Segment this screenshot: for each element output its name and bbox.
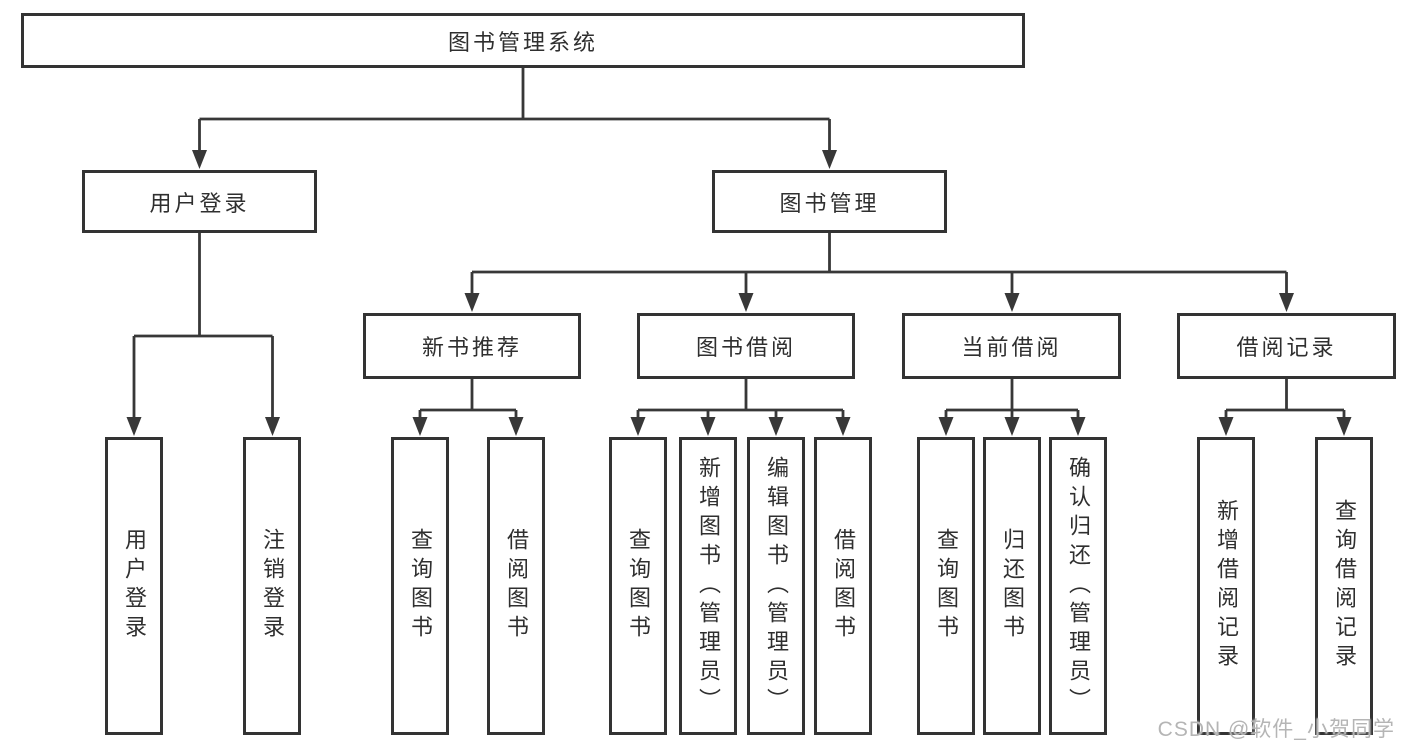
node-label: 查询图书 — [626, 528, 651, 644]
leaf-user-login: 用户登录 — [105, 437, 163, 735]
leaf-add-books-admin: 新增图书（管理员） — [679, 437, 737, 735]
csdn-watermark: CSDN @软件_小贺同学 — [1157, 718, 1395, 741]
leaf-query-books-current: 查询图书 — [917, 437, 975, 735]
node-label: 注销登录 — [260, 528, 285, 644]
arrowhead-c1 — [630, 417, 646, 436]
node-label: 查询借阅记录 — [1332, 499, 1357, 673]
node-label: 图书管理系统 — [447, 29, 598, 55]
node-label: 新书推荐 — [421, 335, 522, 360]
leaf-edit-books-admin: 编辑图书（管理员） — [747, 437, 805, 735]
node-label: 借阅记录 — [1236, 335, 1337, 360]
node-borrowing-records: 借阅记录 — [1177, 313, 1396, 379]
node-label: 新增图书（管理员） — [696, 455, 721, 717]
leaf-query-books-recommend: 查询图书 — [391, 437, 449, 735]
node-label: 当前借阅 — [961, 335, 1062, 360]
node-label: 编辑图书（管理员） — [764, 455, 789, 717]
arrowhead-user-login — [192, 150, 207, 169]
arrowhead-d2 — [1004, 417, 1020, 436]
connector-new-book-children — [418, 379, 518, 418]
node-label: 查询图书 — [408, 528, 433, 644]
arrowhead-new-book — [464, 293, 480, 312]
node-label: 借阅图书 — [504, 528, 529, 644]
leaf-confirm-return-admin: 确认归还（管理员） — [1049, 437, 1107, 735]
node-label: 归还图书 — [1000, 528, 1025, 644]
node-label: 用户登录 — [122, 528, 147, 644]
arrowhead-leaf-user-login — [126, 417, 142, 436]
leaf-logout: 注销登录 — [243, 437, 301, 735]
leaf-return-books: 归还图书 — [983, 437, 1041, 735]
node-label: 图书借阅 — [695, 335, 796, 360]
arrowhead-current-borrow — [1004, 293, 1020, 312]
leaf-query-borrow-record: 查询借阅记录 — [1315, 437, 1373, 735]
node-library-management-system: 图书管理系统 — [21, 13, 1025, 68]
arrowhead-borrow-record — [1279, 293, 1294, 312]
arrowhead-e1 — [1218, 417, 1234, 436]
arrowhead-c2 — [700, 417, 716, 436]
connector-book-borrow-children — [636, 379, 845, 418]
connector-borrow-record-children — [1224, 379, 1346, 418]
leaf-query-books-borrowing: 查询图书 — [609, 437, 667, 735]
arrowhead-leaf-logout — [265, 417, 280, 436]
node-label: 借阅图书 — [831, 528, 856, 644]
arrowhead-book-borrow — [738, 293, 754, 312]
arrowhead-d1 — [938, 417, 954, 436]
arrowhead-d3 — [1070, 417, 1086, 436]
arrowhead-book-management — [822, 150, 837, 169]
connector-book-management-children — [470, 233, 1288, 294]
connector-user-login-children — [132, 233, 274, 418]
arrowhead-e2 — [1336, 417, 1352, 436]
leaf-borrow-books-borrowing: 借阅图书 — [814, 437, 872, 735]
connector-current-borrow-children — [944, 379, 1080, 418]
connector-root-to-level2 — [198, 68, 831, 151]
node-label: 图书管理 — [779, 190, 880, 216]
arrowhead-c4 — [835, 417, 851, 436]
leaf-add-borrow-record: 新增借阅记录 — [1197, 437, 1255, 735]
node-book-borrowing: 图书借阅 — [637, 313, 855, 379]
arrowhead-c3 — [768, 417, 784, 436]
node-current-borrowing: 当前借阅 — [902, 313, 1121, 379]
node-label: 用户登录 — [149, 190, 250, 216]
node-book-management-branch: 图书管理 — [712, 170, 947, 233]
arrowhead-b2 — [508, 417, 524, 436]
node-label: 查询图书 — [934, 528, 959, 644]
node-label: 新增借阅记录 — [1214, 499, 1239, 673]
node-new-book-recommendation: 新书推荐 — [363, 313, 581, 379]
node-label: 确认归还（管理员） — [1066, 455, 1091, 717]
arrowhead-b1 — [412, 417, 428, 436]
node-user-login-branch: 用户登录 — [82, 170, 317, 233]
leaf-borrow-books-recommend: 借阅图书 — [487, 437, 545, 735]
